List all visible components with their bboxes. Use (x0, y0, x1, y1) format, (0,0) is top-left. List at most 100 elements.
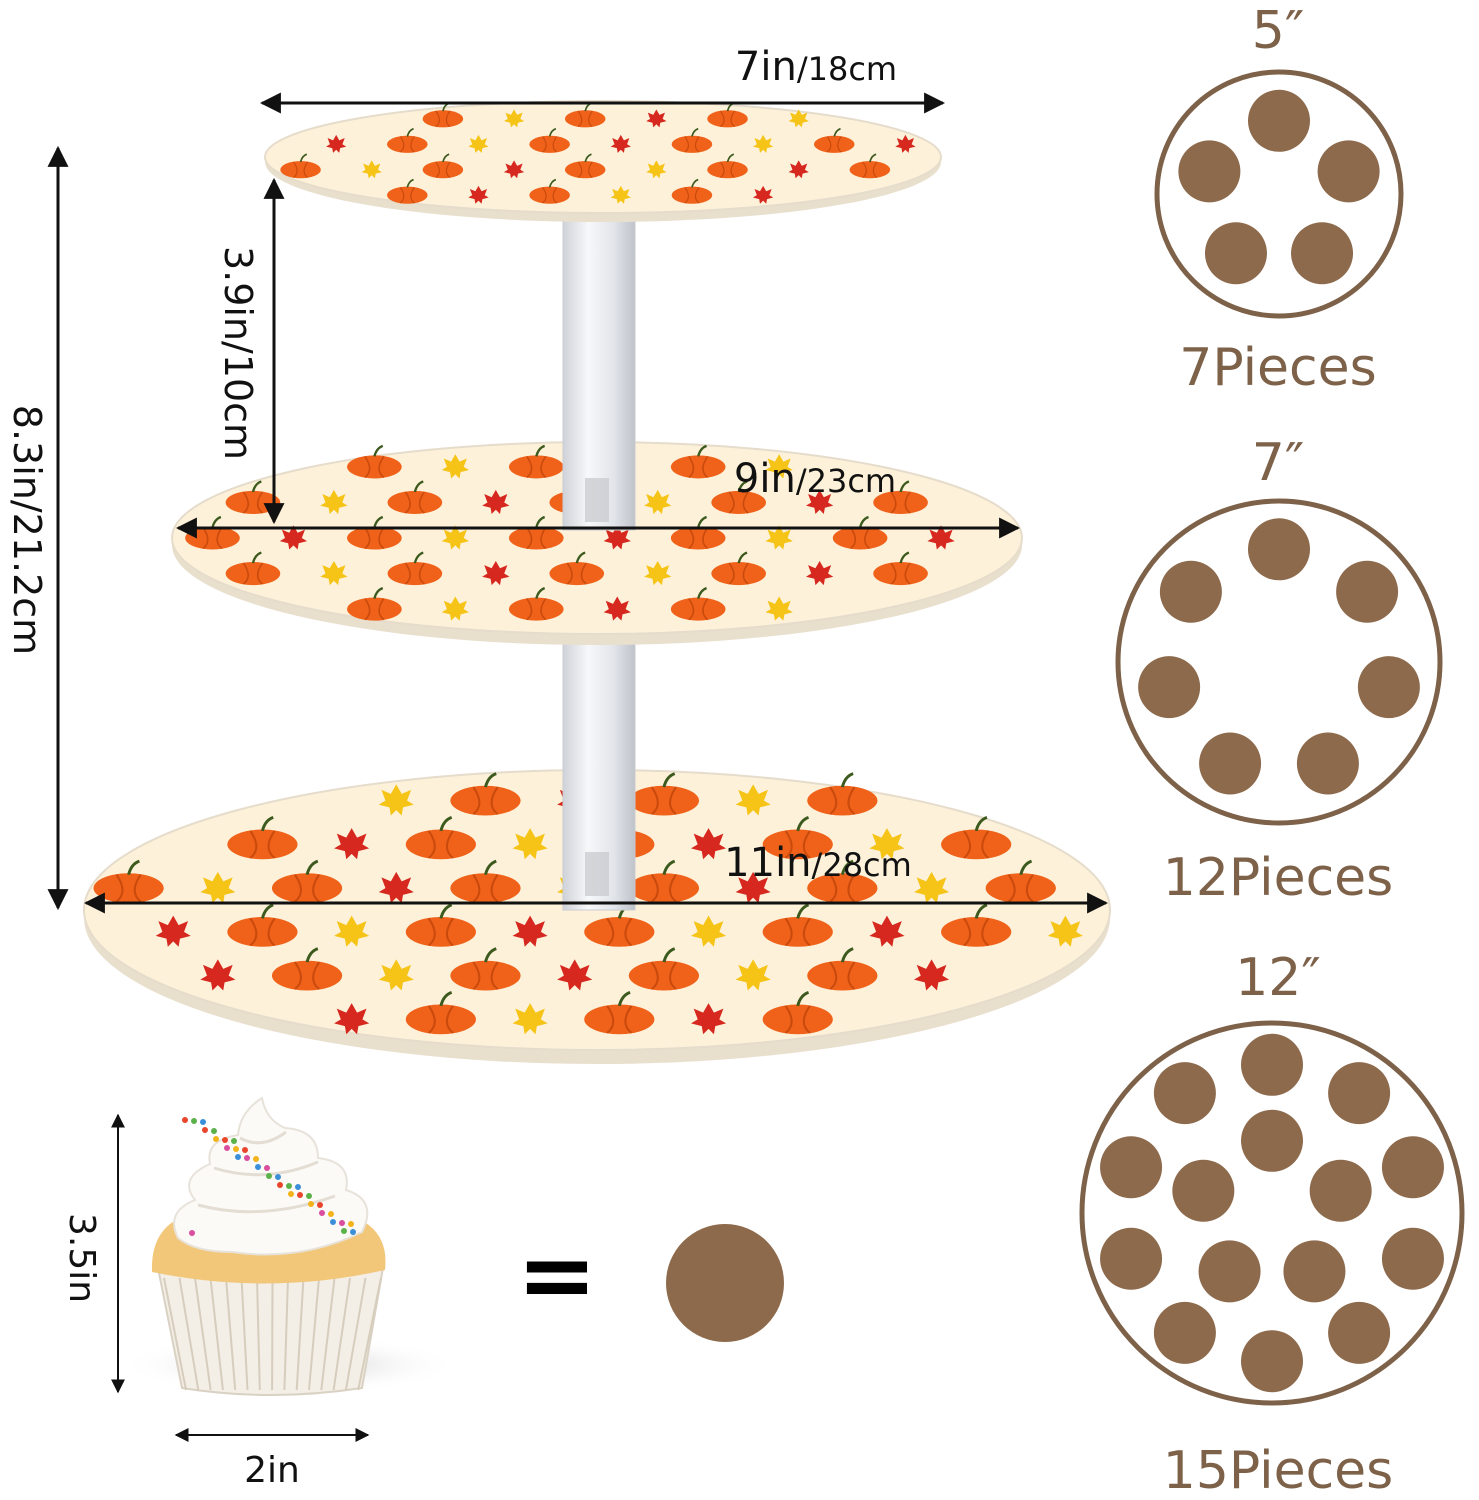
maple-leaf-icon (735, 871, 771, 903)
bottom-width-label: 11in/28cm (724, 840, 912, 886)
maple-leaf-icon (468, 185, 489, 204)
pumpkin-icon (670, 444, 726, 479)
cupcake-slot-dot (1336, 560, 1399, 623)
maple-leaf-icon (690, 828, 727, 860)
cupcake-slot-dot (1159, 560, 1222, 623)
pumpkin-icon (227, 815, 298, 860)
cake-stand-illustration (83, 100, 1111, 1064)
cupcake-slot-dot (1283, 1240, 1346, 1303)
pumpkin-icon (873, 480, 928, 514)
pumpkin-icon (347, 444, 402, 479)
pumpkin-icon (387, 178, 428, 204)
pumpkin-icon (508, 587, 564, 621)
middle-width-label: 9in/23cm (734, 456, 896, 502)
pumpkin-icon (450, 947, 521, 991)
maple-leaf-icon (361, 160, 382, 179)
tier-7in-size-label: 7″ (1252, 433, 1305, 493)
pumpkin-icon (529, 178, 570, 204)
pumpkin-icon (813, 127, 855, 153)
maple-leaf-icon (320, 489, 348, 514)
maple-leaf-icon (603, 596, 631, 621)
maple-leaf-icon (441, 596, 469, 621)
pumpkin-icon (529, 127, 570, 153)
maple-leaf-icon (378, 784, 414, 816)
cupcake-icon (120, 1096, 460, 1396)
cupcake-height-label: 3.5in (61, 1213, 102, 1303)
maple-leaf-icon (503, 109, 525, 128)
maple-leaf-icon (512, 828, 548, 860)
maple-leaf-icon (644, 560, 672, 586)
pumpkin-icon (387, 127, 428, 153)
pumpkin-icon (227, 903, 298, 947)
tier-layout-7in-icon (1115, 498, 1443, 826)
cupcake-slot-dot (1153, 1301, 1216, 1364)
cupcake-slot-dot (1138, 656, 1201, 719)
tier-5in-size-label: 5″ (1252, 1, 1305, 61)
pumpkin-icon (873, 551, 928, 586)
cupcake-slot-dot (1291, 222, 1354, 285)
pumpkin-icon (807, 772, 878, 816)
pumpkin-icon (849, 153, 891, 179)
maple-leaf-icon (895, 134, 916, 153)
pumpkin-icon (405, 815, 476, 860)
pumpkin-icon (941, 815, 1012, 860)
maple-leaf-icon (805, 560, 834, 586)
cupcake-slot-dot (1172, 1159, 1235, 1222)
maple-leaf-icon (482, 560, 510, 586)
cupcake-slot-dot (1204, 222, 1267, 285)
pumpkin-icon (347, 587, 402, 621)
pumpkin-icon (670, 587, 726, 621)
maple-leaf-icon (320, 560, 348, 586)
pumpkin-icon (271, 947, 343, 991)
pumpkin-icon (671, 127, 713, 153)
cupcake-slot-dot (1241, 1033, 1303, 1096)
pumpkin-icon (628, 772, 700, 816)
pumpkin-icon (711, 551, 766, 586)
maple-leaf-icon (646, 109, 667, 128)
tier-ring-outline (1154, 69, 1404, 319)
maple-leaf-icon (646, 160, 667, 179)
maple-leaf-icon (200, 959, 236, 991)
cupcake-slot-icon (666, 1224, 784, 1342)
cupcake-slot-dot (1357, 656, 1420, 719)
top-width-label: 7in/18cm (735, 44, 897, 90)
maple-leaf-icon (441, 454, 469, 479)
cupcake-slot-dot (1381, 1136, 1444, 1199)
pumpkin-icon (549, 551, 605, 586)
tier-gap-label: 3.9in/10cm (216, 246, 260, 460)
maple-leaf-icon (512, 915, 548, 947)
tier-5in-pieces-label: 7Pieces (1179, 338, 1376, 398)
tier-ring-outline (1115, 498, 1443, 826)
maple-leaf-icon (735, 959, 771, 991)
pumpkin-icon (941, 903, 1012, 947)
cupcake-slot-dot (1296, 732, 1359, 795)
pumpkin-icon (584, 990, 655, 1035)
maple-leaf-icon (765, 596, 793, 621)
pumpkin-icon (387, 480, 443, 514)
maple-leaf-icon (557, 959, 593, 991)
tier-ring-outline (1079, 1020, 1465, 1406)
pumpkin-icon (508, 444, 564, 479)
pumpkin-icon (564, 153, 606, 179)
maple-leaf-icon (752, 134, 774, 153)
pumpkin-icon (707, 153, 748, 179)
cupcake-slot-dot (1328, 1062, 1391, 1125)
total-height-label: 8.3in/21.2cm (5, 405, 49, 655)
tier-12in-pieces-label: 15Pieces (1163, 1441, 1394, 1500)
tier-layout-5in-icon (1154, 69, 1404, 319)
maple-leaf-icon (326, 134, 347, 153)
maple-leaf-icon (805, 489, 834, 514)
pumpkin-icon (422, 153, 464, 179)
maple-leaf-icon (503, 160, 525, 179)
cupcake-slot-dot (1248, 89, 1310, 152)
maple-leaf-icon (378, 871, 414, 903)
tray-top (264, 100, 942, 222)
maple-leaf-icon (752, 185, 774, 204)
maple-leaf-icon (788, 160, 809, 179)
pumpkin-icon (807, 947, 878, 991)
maple-leaf-icon (200, 871, 236, 903)
cupcake-slot-dot (1100, 1227, 1163, 1290)
cupcake-slot-dot (1153, 1062, 1216, 1125)
maple-leaf-icon (690, 1003, 727, 1035)
maple-leaf-icon (334, 828, 370, 860)
